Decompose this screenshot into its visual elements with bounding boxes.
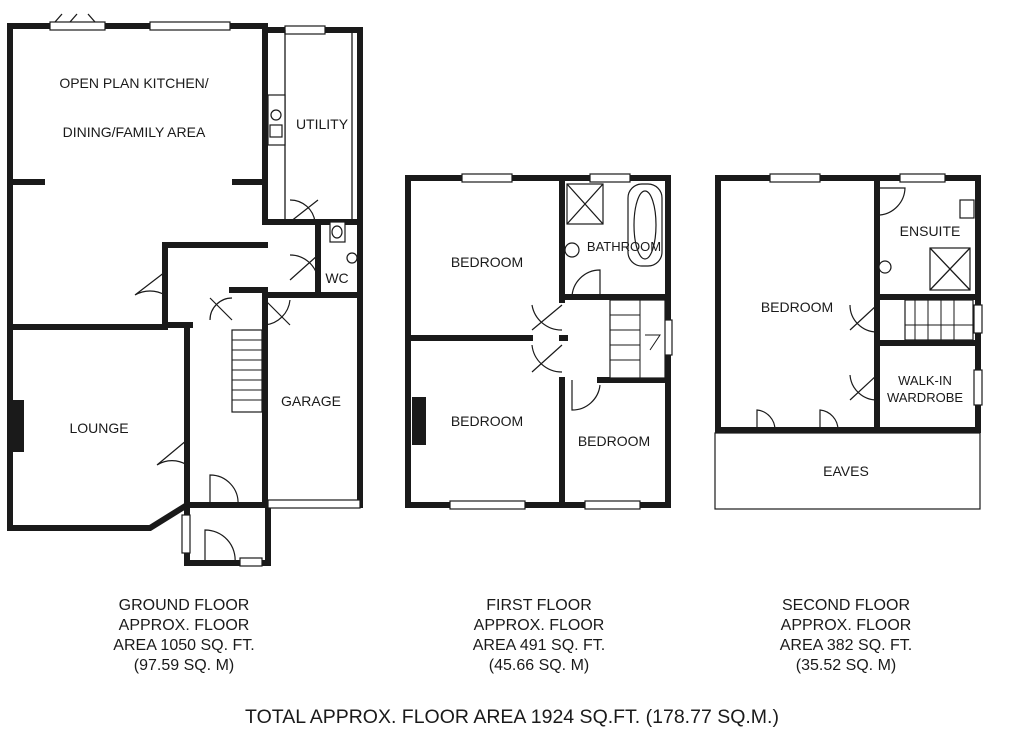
room-label-lounge: LOUNGE — [69, 420, 128, 436]
ground-door-8 — [209, 297, 233, 321]
second-caption-line-3: AREA 382 SQ. FT. — [779, 637, 913, 654]
second-floor-stairs — [904, 299, 974, 341]
ground-floor-caption: GROUND FLOOR APPROX. FLOOR AREA 1050 SQ.… — [84, 596, 284, 676]
bathroom-basin-icon — [564, 242, 580, 258]
room-label-first-bathroom: BATHROOM — [587, 239, 661, 254]
ground-caption-line-4: (97.59 SQ. M) — [133, 657, 235, 674]
ground-rear-window-1 — [49, 21, 106, 31]
eaves-area — [714, 432, 981, 510]
room-label-walkin-line2: WARDROBE — [887, 390, 963, 405]
first-floor-caption: FIRST FLOOR APPROX. FLOOR AREA 491 SQ. F… — [439, 596, 639, 676]
ground-door-5 — [264, 299, 291, 326]
ground-caption-line-2: APPROX. FLOOR — [118, 617, 250, 634]
garage-door — [267, 499, 361, 509]
ground-caption-line-1: GROUND FLOOR — [118, 597, 250, 614]
room-label-garage: GARAGE — [281, 393, 341, 409]
first-floor-outer-wall — [405, 175, 671, 508]
ground-door-4 — [204, 529, 236, 564]
ground-door-6 — [289, 254, 319, 281]
ensuite-toilet-icon — [959, 199, 975, 219]
second-floor-caption: SECOND FLOOR APPROX. FLOOR AREA 382 SQ. … — [746, 596, 946, 676]
ground-door-2 — [156, 439, 188, 466]
total-floor-area: TOTAL APPROX. FLOOR AREA 1924 SQ.FT. (17… — [245, 706, 779, 728]
ground-floor-stairs — [231, 329, 263, 413]
room-label-kitchen-line1: OPEN PLAN KITCHEN/ — [59, 75, 208, 91]
lounge-fireplace — [10, 400, 24, 452]
room-label-utility: UTILITY — [296, 116, 349, 132]
first-floor-plan — [405, 173, 673, 510]
second-floor-plan — [714, 173, 983, 510]
first-caption-line-1: FIRST FLOOR — [486, 597, 592, 614]
room-label-wc: WC — [325, 270, 348, 286]
room-label-eaves: EAVES — [823, 463, 869, 479]
ground-rear-window-2 — [149, 21, 231, 31]
room-label-ensuite: ENSUITE — [900, 223, 961, 239]
ground-door-1 — [134, 271, 166, 296]
wc-basin-icon — [346, 252, 358, 264]
first-caption-line-4: (45.66 SQ. M) — [488, 657, 590, 674]
first-bedroom-chimney — [412, 397, 426, 445]
utility-sink-icon — [270, 109, 282, 121]
second-caption-line-2: APPROX. FLOOR — [780, 617, 912, 634]
room-label-walkin-line1: WALK-IN — [898, 373, 952, 388]
room-label-first-bedroom-a: BEDROOM — [451, 254, 523, 270]
ground-floor-plan — [7, 13, 363, 567]
ensuite-basin-icon — [878, 260, 892, 274]
room-label-first-bedroom-b: BEDROOM — [451, 413, 523, 429]
ground-door-3 — [209, 474, 239, 506]
second-caption-line-1: SECOND FLOOR — [781, 597, 910, 614]
first-floor-stairs — [609, 299, 666, 379]
room-label-kitchen-line2: DINING/FAMILY AREA — [63, 124, 206, 140]
second-caption-line-4: (35.52 SQ. M) — [795, 657, 897, 674]
room-label-second-bedroom: BEDROOM — [761, 299, 833, 315]
room-label-first-bedroom-c: BEDROOM — [578, 433, 650, 449]
ground-caption-line-3: AREA 1050 SQ. FT. — [113, 637, 255, 654]
first-caption-line-3: AREA 491 SQ. FT. — [472, 637, 606, 654]
ground-door-7 — [289, 199, 319, 223]
first-caption-line-2: APPROX. FLOOR — [473, 617, 605, 634]
ground-rear-window-3 — [284, 25, 326, 35]
